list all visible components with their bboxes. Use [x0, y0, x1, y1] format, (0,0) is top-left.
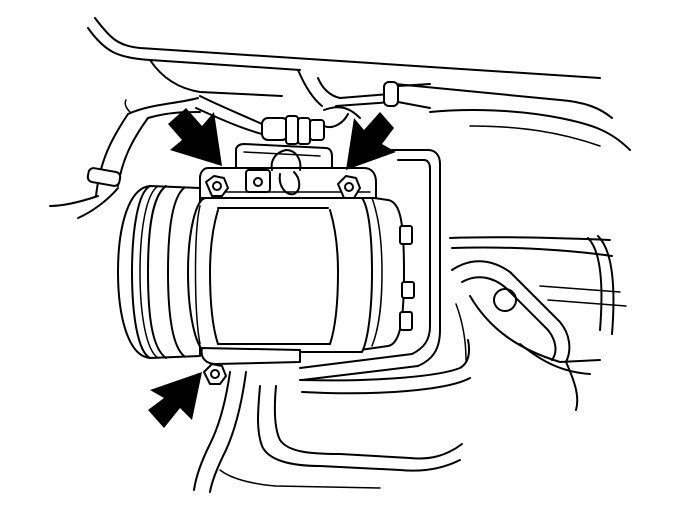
- suspension-bushing: [493, 288, 517, 312]
- callout-arrow-upper-left: [168, 108, 222, 166]
- hose-clamp: [383, 81, 399, 107]
- compressor-pulley: [117, 185, 201, 359]
- bolt-lower-left: [203, 363, 227, 385]
- bolt-upper-right: [337, 175, 361, 199]
- arrow-icon: [148, 108, 396, 428]
- frame-rail: [87, 17, 631, 151]
- bolt-upper-left: [205, 175, 229, 197]
- callout-arrow-lower-left: [148, 372, 202, 428]
- chassis-right: [449, 235, 627, 411]
- compressor-body: [187, 143, 415, 365]
- refrigerant-hoses: [49, 69, 431, 219]
- hose-clamp-left: [86, 167, 122, 187]
- mounting-bracket: [193, 149, 471, 493]
- hose-fitting: [261, 113, 349, 145]
- callout-arrow-upper-right: [346, 112, 396, 170]
